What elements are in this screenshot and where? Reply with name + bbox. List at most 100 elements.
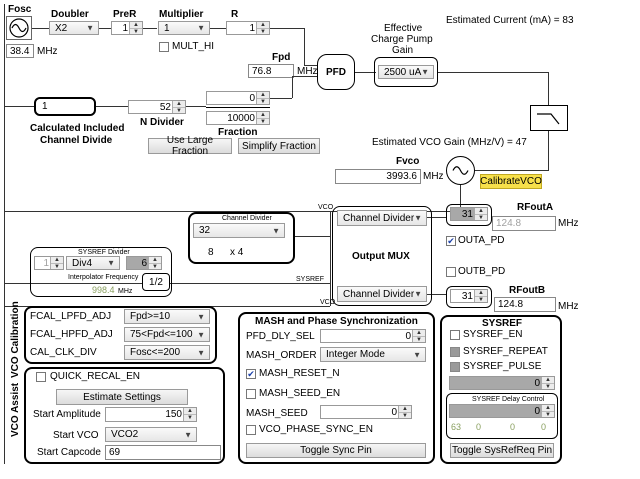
interp-freq-label: Interpolator Frequency xyxy=(68,274,139,281)
multiplier-value: 1 xyxy=(164,22,170,34)
spin-buttons[interactable]: ▲▼ xyxy=(256,22,269,35)
toggle-sync-pin-button[interactable]: Toggle Sync Pin xyxy=(246,443,426,458)
calc-label: Channel Divide xyxy=(40,135,113,146)
vco-phase-sync-checkbox[interactable] xyxy=(246,425,256,435)
channel-divider-value: 32 xyxy=(199,225,211,236)
signal-line xyxy=(270,98,292,99)
outb-pd-checkbox[interactable] xyxy=(446,267,456,277)
spin-buttons[interactable]: ▲▼ xyxy=(148,257,161,270)
charge-pump-select[interactable]: 2500 uA▼ xyxy=(378,65,434,79)
sysref-div-stepper-a[interactable]: 1▲▼ xyxy=(34,256,64,270)
sysref-pulse-checkbox[interactable] xyxy=(450,362,460,372)
sysref-en-checkbox[interactable] xyxy=(450,330,460,340)
sysref-delay-title: SYSREF Delay Control xyxy=(472,396,545,403)
fvco-unit: MHz xyxy=(423,171,444,182)
vco-phase-sync-label: VCO_PHASE_SYNC_EN xyxy=(259,424,373,435)
signal-line xyxy=(292,76,317,77)
rfoutb-power-stepper[interactable]: 31▲▼ xyxy=(450,289,488,303)
spin-buttons[interactable]: ▲▼ xyxy=(50,257,63,270)
fosc-input[interactable]: 38.4 xyxy=(6,44,34,58)
channel-calc-a: 8 xyxy=(208,247,214,258)
calibrate-vco-button[interactable]: CalibrateVCO xyxy=(480,174,542,189)
doubler-value: X2 xyxy=(55,22,68,34)
start-capcode-label: Start Capcode xyxy=(37,447,101,458)
interp-freq-unit: MHz xyxy=(118,288,133,295)
sysref-delay-value: 0 xyxy=(534,405,540,417)
interp-freq-value: 998.4 xyxy=(92,285,115,295)
outa-pd-label: OUTA_PD xyxy=(458,235,505,246)
spin-buttons[interactable]: ▲▼ xyxy=(172,101,185,114)
pfd-dly-label: PFD_DLY_SEL xyxy=(246,331,315,342)
mux-a-select[interactable]: Channel Divider▼ xyxy=(337,210,427,226)
sysref-repeat-checkbox[interactable] xyxy=(450,347,460,357)
channel-divider-select[interactable]: 32 ▼ xyxy=(193,223,285,238)
rfouta-power-stepper[interactable]: 31▲▼ xyxy=(450,207,488,221)
r-label: R xyxy=(231,9,239,20)
included-divide-value: 1 xyxy=(39,99,91,114)
sysref-delay-stepper[interactable]: 0▲▼ xyxy=(449,404,555,418)
spin-buttons[interactable]: ▲▼ xyxy=(474,290,487,303)
charge-pump-block xyxy=(374,57,438,87)
sysref-div-select[interactable]: Div4▼ xyxy=(66,256,120,270)
signal-line xyxy=(548,131,549,170)
mash-order-select[interactable]: Integer Mode▼ xyxy=(320,347,426,362)
simplify-fraction-button[interactable]: Simplify Fraction xyxy=(238,138,320,154)
spin-buttons[interactable]: ▲▼ xyxy=(398,406,411,419)
chevron-down-icon: ▼ xyxy=(272,226,280,235)
mash-reset-n-checkbox[interactable]: ✔ xyxy=(246,369,256,379)
fcal-lpfd-select[interactable]: Fpd>=10▼ xyxy=(124,309,210,324)
rfouta-label: RFoutA xyxy=(517,202,554,213)
signal-line xyxy=(4,4,5,464)
multiplier-select[interactable]: 1▼ xyxy=(158,21,210,35)
fosc-label: Fosc xyxy=(8,4,32,15)
mux-b-select[interactable]: Channel Divider▼ xyxy=(337,286,427,302)
start-vco-select[interactable]: VCO2▼ xyxy=(105,427,197,442)
vco-tag: VCO xyxy=(320,299,336,306)
included-divide-block xyxy=(34,97,96,116)
toggle-sysrefreq-button[interactable]: Toggle SysRefReq Pin xyxy=(450,443,554,458)
signal-line xyxy=(548,72,549,105)
signal-line xyxy=(460,185,461,211)
outa-pd-checkbox[interactable]: ✔ xyxy=(446,236,456,246)
n-divider-stepper[interactable]: 52▲▼ xyxy=(128,100,186,114)
doubler-select[interactable]: X2▼ xyxy=(49,21,99,35)
fraction-denominator[interactable]: 10000▲▼ xyxy=(206,111,270,125)
start-capcode-input[interactable]: 69 xyxy=(105,445,221,460)
start-amplitude-stepper[interactable]: 150▲▼ xyxy=(105,407,197,422)
prer-stepper[interactable]: 1▲▼ xyxy=(111,21,143,35)
cal-clk-div-select[interactable]: Fosc<=200▼ xyxy=(124,345,210,360)
fraction-numerator[interactable]: 0▲▼ xyxy=(206,91,270,105)
rfouta-power-value: 31 xyxy=(461,208,473,220)
spin-buttons[interactable]: ▲▼ xyxy=(256,112,269,125)
signal-line xyxy=(475,170,549,171)
pfd-dly-stepper[interactable]: 0▲▼ xyxy=(320,329,426,343)
multiplier-label: Multiplier xyxy=(159,9,204,20)
estimate-settings-button[interactable]: Estimate Settings xyxy=(56,389,188,405)
use-large-fraction-button[interactable]: Use Large Fraction xyxy=(148,135,232,157)
r-stepper[interactable]: 1▲▼ xyxy=(226,21,270,35)
start-amplitude-label: Start Amplitude xyxy=(33,409,101,420)
spin-buttons[interactable]: ▲▼ xyxy=(129,22,142,35)
sysref-div-stepper-b[interactable]: 6▲▼ xyxy=(126,256,162,270)
mash-panel xyxy=(238,312,435,464)
spin-buttons[interactable]: ▲▼ xyxy=(541,405,554,418)
fcal-hpfd-select[interactable]: 75<Fpd<=100▼ xyxy=(124,327,210,342)
spin-buttons[interactable]: ▲▼ xyxy=(183,408,196,421)
rfoutb-freq: 124.8 xyxy=(494,297,556,312)
pfd-label: PFD xyxy=(326,66,346,78)
spin-buttons[interactable]: ▲▼ xyxy=(256,92,269,105)
quick-recal-label: QUICK_RECAL_EN xyxy=(50,371,141,382)
sysref-stepper[interactable]: 0▲▼ xyxy=(449,376,555,390)
signal-line xyxy=(4,211,460,212)
mash-seed-stepper[interactable]: 0▲▼ xyxy=(320,405,412,419)
spin-buttons[interactable]: ▲▼ xyxy=(412,330,425,343)
rfoutb-buffer xyxy=(446,286,492,308)
sysref-tag: SYSREF xyxy=(296,276,325,283)
vco-calibration-panel xyxy=(24,306,217,364)
quick-recal-checkbox[interactable] xyxy=(36,372,46,382)
sysref-div-select-value: Div4 xyxy=(72,257,93,269)
mult-hi-checkbox[interactable] xyxy=(159,42,169,52)
mash-seed-en-checkbox[interactable] xyxy=(246,389,256,399)
spin-buttons[interactable]: ▲▼ xyxy=(541,377,554,390)
spin-buttons[interactable]: ▲▼ xyxy=(474,208,487,221)
